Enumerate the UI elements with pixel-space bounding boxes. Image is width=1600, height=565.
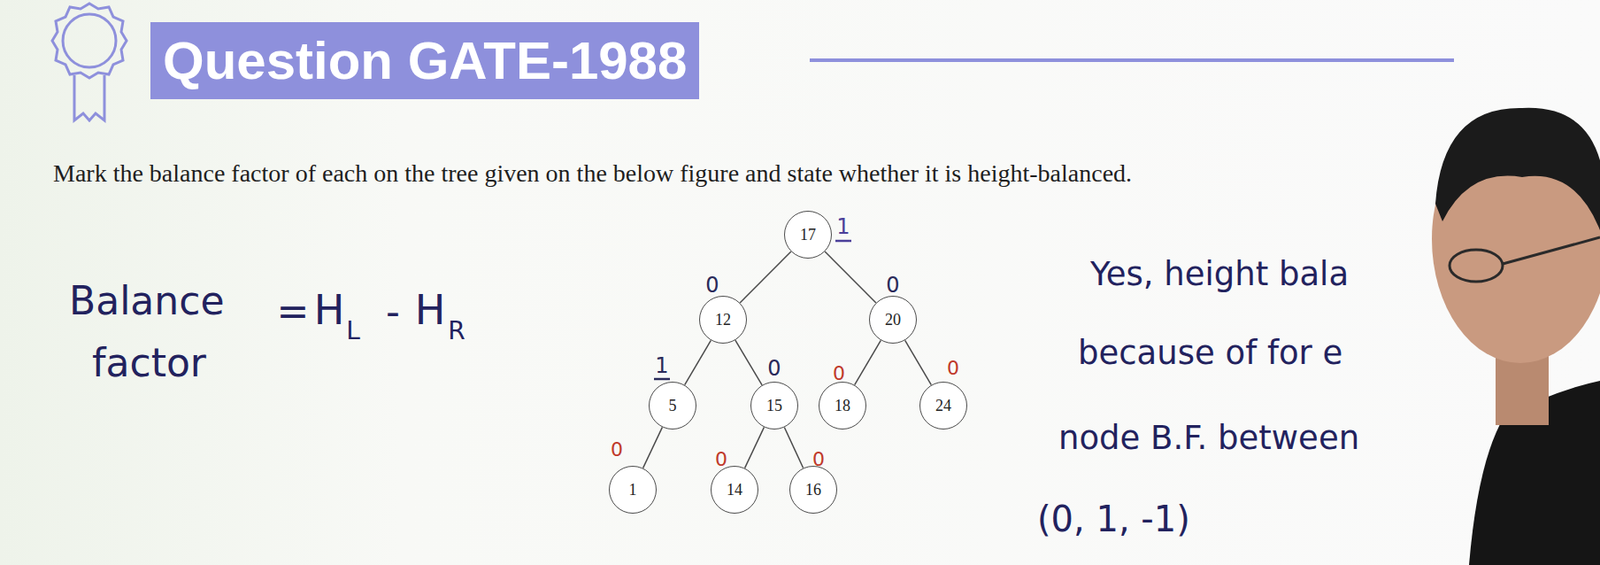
node-key: 12 [715, 310, 731, 330]
node-key: 14 [726, 480, 743, 500]
handwritten-note: factor [92, 343, 207, 383]
handwritten-note: = [276, 292, 310, 331]
tree-edge [643, 426, 663, 468]
handwritten-answer: node B.F. between [1058, 421, 1360, 454]
handwritten-note: - [385, 292, 400, 331]
balance-factor: 0 [767, 357, 781, 379]
tree-node: 17 [784, 210, 832, 259]
node-key: 18 [834, 396, 851, 416]
handwritten-note: R [447, 318, 465, 344]
tree-node: 15 [750, 381, 799, 430]
balance-factor: 0 [832, 363, 846, 384]
tree-edge [905, 339, 932, 385]
node-key: 5 [669, 396, 677, 416]
handwritten-note: H [314, 289, 346, 331]
tree-node: 20 [869, 295, 917, 344]
slide-title: Question GATE-1988 [150, 22, 700, 100]
handwritten-note: L [346, 318, 361, 344]
tree-edge [854, 339, 882, 385]
tree-node: 18 [818, 381, 867, 430]
title-rule [809, 58, 1454, 62]
node-key: 24 [935, 396, 952, 416]
balance-factor: 1 [654, 354, 669, 377]
tree-node: 24 [919, 381, 968, 430]
handwritten-answer: Yes, height bala [1090, 257, 1349, 291]
tree-edge [739, 251, 792, 303]
node-key: 1 [629, 480, 638, 500]
balance-factor: 0 [610, 439, 624, 460]
balance-factor: 0 [885, 274, 900, 296]
tree-edge [684, 339, 712, 385]
question-text: Mark the balance factor of each on the t… [53, 161, 1132, 186]
handwritten-note: Balance [69, 281, 224, 321]
presenter-figure [1431, 107, 1600, 565]
underline-mark [653, 377, 670, 381]
node-key: 15 [766, 396, 783, 416]
tree-edge [784, 426, 803, 468]
handwritten-answer: because of for e [1077, 336, 1343, 370]
underline-mark [835, 239, 852, 243]
balance-factor: 0 [812, 449, 825, 470]
tree-node: 5 [648, 381, 697, 430]
tree-edge [735, 339, 762, 385]
tree-node: 16 [789, 465, 838, 514]
balance-factor: 0 [946, 358, 960, 378]
balance-factor: 0 [715, 449, 728, 470]
node-key: 20 [884, 310, 901, 330]
node-key: 17 [800, 225, 816, 245]
tree-node: 12 [699, 295, 747, 344]
tree-edge [824, 251, 877, 303]
tree-node: 1 [608, 465, 657, 514]
tree-edge [745, 426, 765, 468]
handwritten-answer: (0, 1, -1) [1037, 500, 1191, 537]
badge-icon [52, 3, 127, 121]
balance-factor: 0 [705, 274, 719, 296]
balance-factor: 1 [836, 215, 850, 238]
handwritten-note: H [415, 289, 447, 331]
tree-node: 14 [710, 465, 759, 514]
node-key: 16 [805, 480, 822, 500]
